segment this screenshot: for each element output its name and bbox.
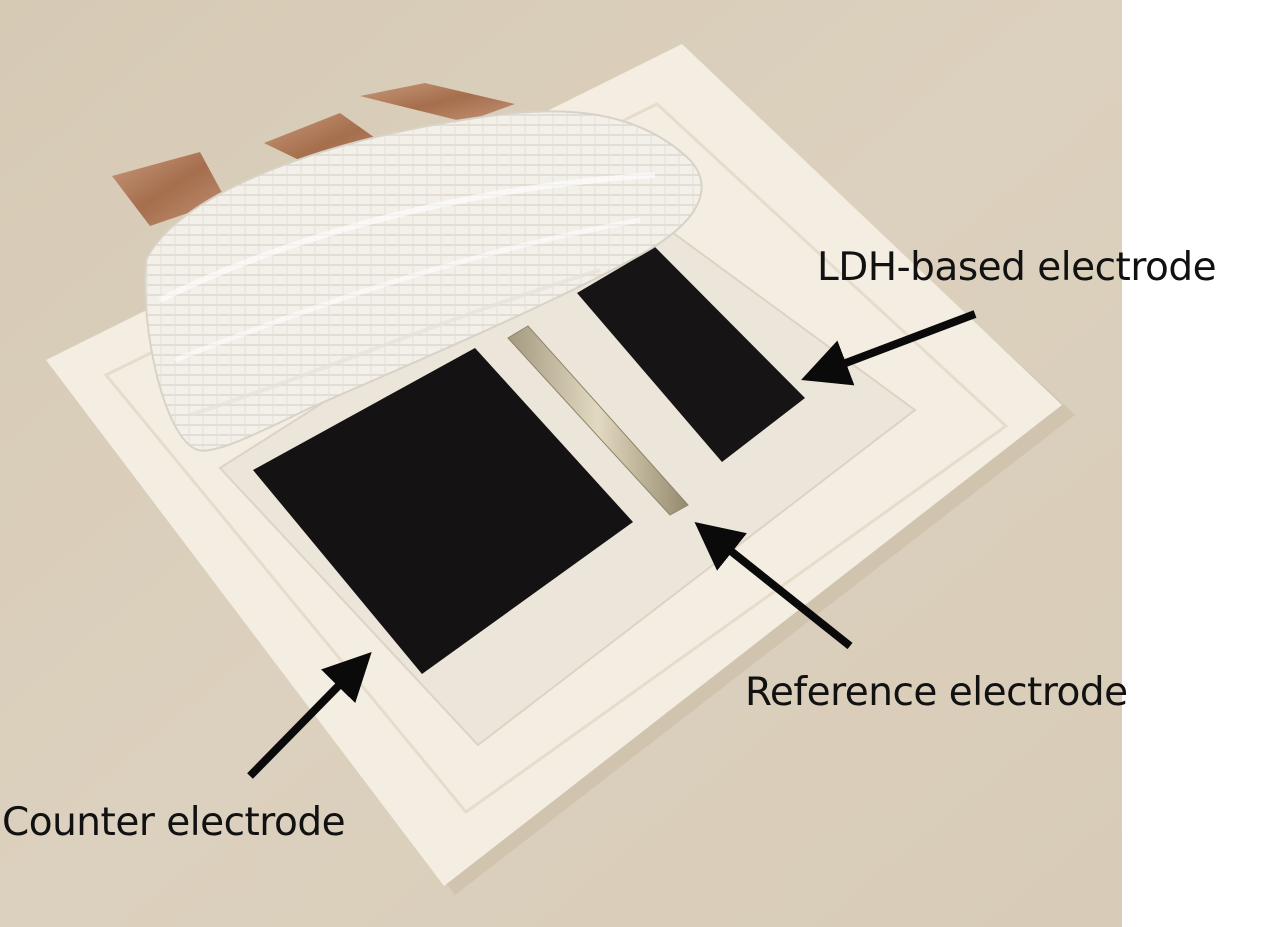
ldh-electrode — [577, 247, 805, 462]
copper-tab-3 — [360, 83, 515, 122]
reference-electrode-label: Reference electrode — [745, 670, 1128, 715]
ldh-electrode-label: LDH-based electrode — [817, 245, 1217, 290]
electrode-photo — [0, 0, 1122, 927]
counter-electrode-label: Counter electrode — [2, 800, 346, 845]
white-margin — [1122, 0, 1280, 927]
counter-electrode — [253, 348, 633, 674]
reference-wire — [507, 325, 689, 516]
gauze-roll — [144, 110, 703, 452]
